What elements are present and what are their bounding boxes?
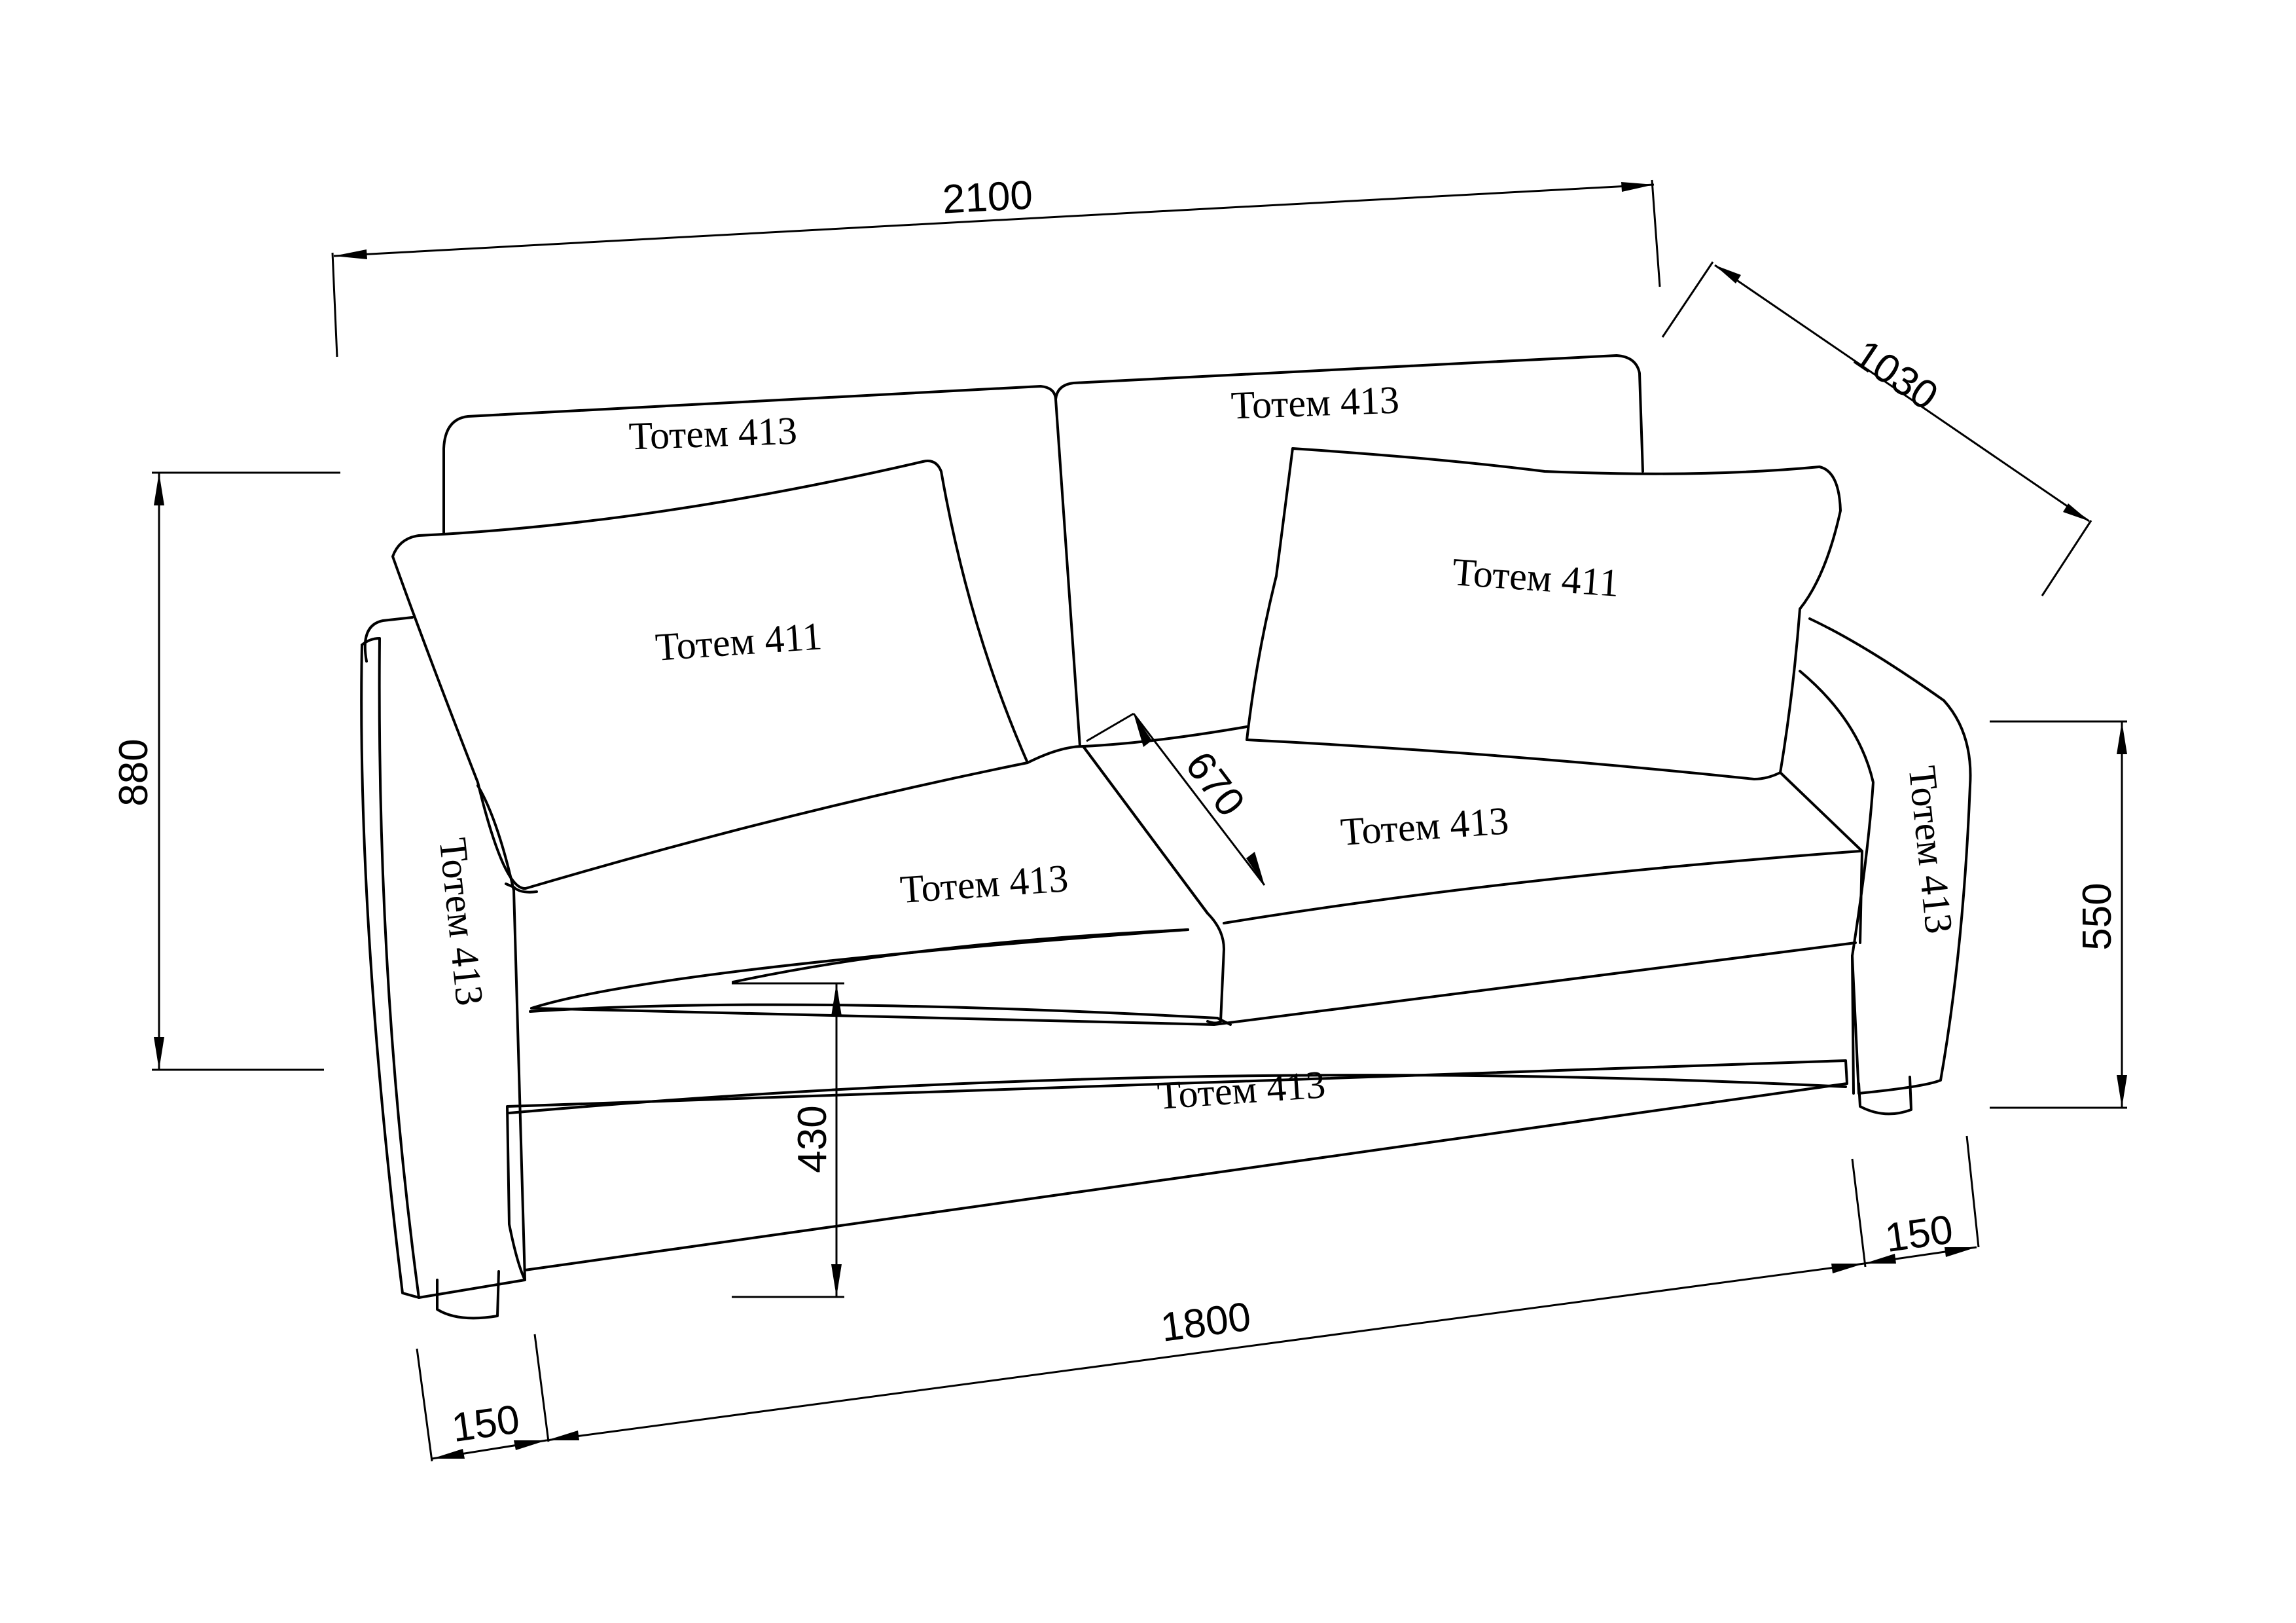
fabric-label-back-left: Тотем 413 (628, 409, 798, 458)
dim-150-right-arrow-b (1945, 1247, 1977, 1257)
dim-670-arrow-top (1134, 714, 1152, 747)
seat-left-front (732, 928, 1189, 983)
fabric-label-back-right: Тотем 413 (1230, 378, 1400, 428)
back-cushion-right (1054, 354, 1644, 473)
leg-left (436, 1270, 500, 1320)
fabric-label-seat-left: Тотем 413 (899, 856, 1069, 911)
dim-1800-line (546, 1262, 1865, 1442)
fabric-label-armrest-left: Тотем 413 (431, 836, 492, 1008)
dim-150-right-arrow-a (1864, 1254, 1896, 1264)
dim-2100-arrow-right (1621, 182, 1654, 192)
dim-670-arrow-bottom (1246, 852, 1265, 885)
dim-150-left-arrow-b (514, 1440, 547, 1450)
dim-1030-arrow-bottom (2063, 503, 2089, 521)
base-front (506, 1059, 1848, 1281)
fabric-label-base: Тотем 413 (1156, 1063, 1327, 1118)
dim-150-left-arrow-a (432, 1449, 465, 1459)
dim-150-right-ext (1965, 1135, 1980, 1248)
dim-1030-arrow-top (1715, 265, 1741, 283)
dim-670-ext (1086, 712, 1134, 742)
armrest-left-inner (361, 637, 420, 1299)
dim-880-arrow-bottom (154, 1037, 164, 1070)
dim-label-430: 430 (790, 1105, 835, 1173)
dim-2100-arrow-left (334, 249, 367, 259)
dim-2100-ext-right (1651, 179, 1661, 287)
sofa-outline (360, 354, 1972, 1320)
dim-550-arrow-bottom (2117, 1075, 2127, 1108)
dim-1800-arrow-left (547, 1431, 579, 1440)
dim-430-arrow-bottom (831, 1264, 842, 1297)
dim-1800-ext-left (533, 1334, 550, 1442)
dim-2100-ext-left (331, 252, 338, 357)
dim-label-550: 550 (2075, 883, 2120, 950)
armrest-right-inner (1851, 955, 1855, 1095)
pillow-left (391, 460, 1029, 890)
dim-2100-line (333, 183, 1655, 257)
back-cushion-left (442, 385, 1081, 748)
seat-front-line-left (529, 1003, 1219, 1019)
dim-1030-ext-top (1661, 261, 1714, 338)
dim-1800-arrow-right (1831, 1264, 1864, 1273)
fabric-label-pillow-left: Тотем 411 (654, 614, 823, 669)
dim-label-1800: 1800 (1158, 1294, 1253, 1350)
dim-1030-line (1714, 264, 2090, 522)
dim-label-150-right: 150 (1882, 1207, 1956, 1261)
fabric-label-armrest-right: Тотем 413 (1901, 764, 1962, 936)
dimension-lines (152, 179, 2127, 1462)
pillow-right (1246, 447, 1842, 780)
dim-880-arrow-top (154, 473, 164, 505)
dim-label-1030: 1030 (1846, 331, 1946, 419)
dim-670-line (1132, 713, 1266, 886)
seat-left (505, 745, 1209, 1010)
base-top-line (508, 1074, 1847, 1114)
seat-front-edge (530, 941, 1857, 1026)
armrest-right (1799, 617, 1972, 1095)
armrest-left (360, 616, 526, 1299)
dim-label-150-left: 150 (449, 1396, 522, 1451)
dim-1800-ext-right (1851, 1158, 1867, 1267)
dim-150-left-ext (416, 1348, 433, 1462)
dim-label-880: 880 (111, 739, 156, 806)
fabric-label-pillow-right: Тотем 411 (1451, 550, 1621, 605)
seat-right (1082, 725, 1863, 1025)
dim-430-arrow-top (831, 983, 842, 1016)
dim-550-arrow-top (2117, 721, 2127, 754)
dim-1030-ext-bottom (2041, 520, 2092, 596)
leg-right (1857, 1076, 1912, 1116)
dim-label-2100: 2100 (941, 172, 1033, 222)
fabric-label-seat-right: Тотем 413 (1339, 799, 1510, 854)
dim-label-670: 670 (1177, 744, 1253, 825)
